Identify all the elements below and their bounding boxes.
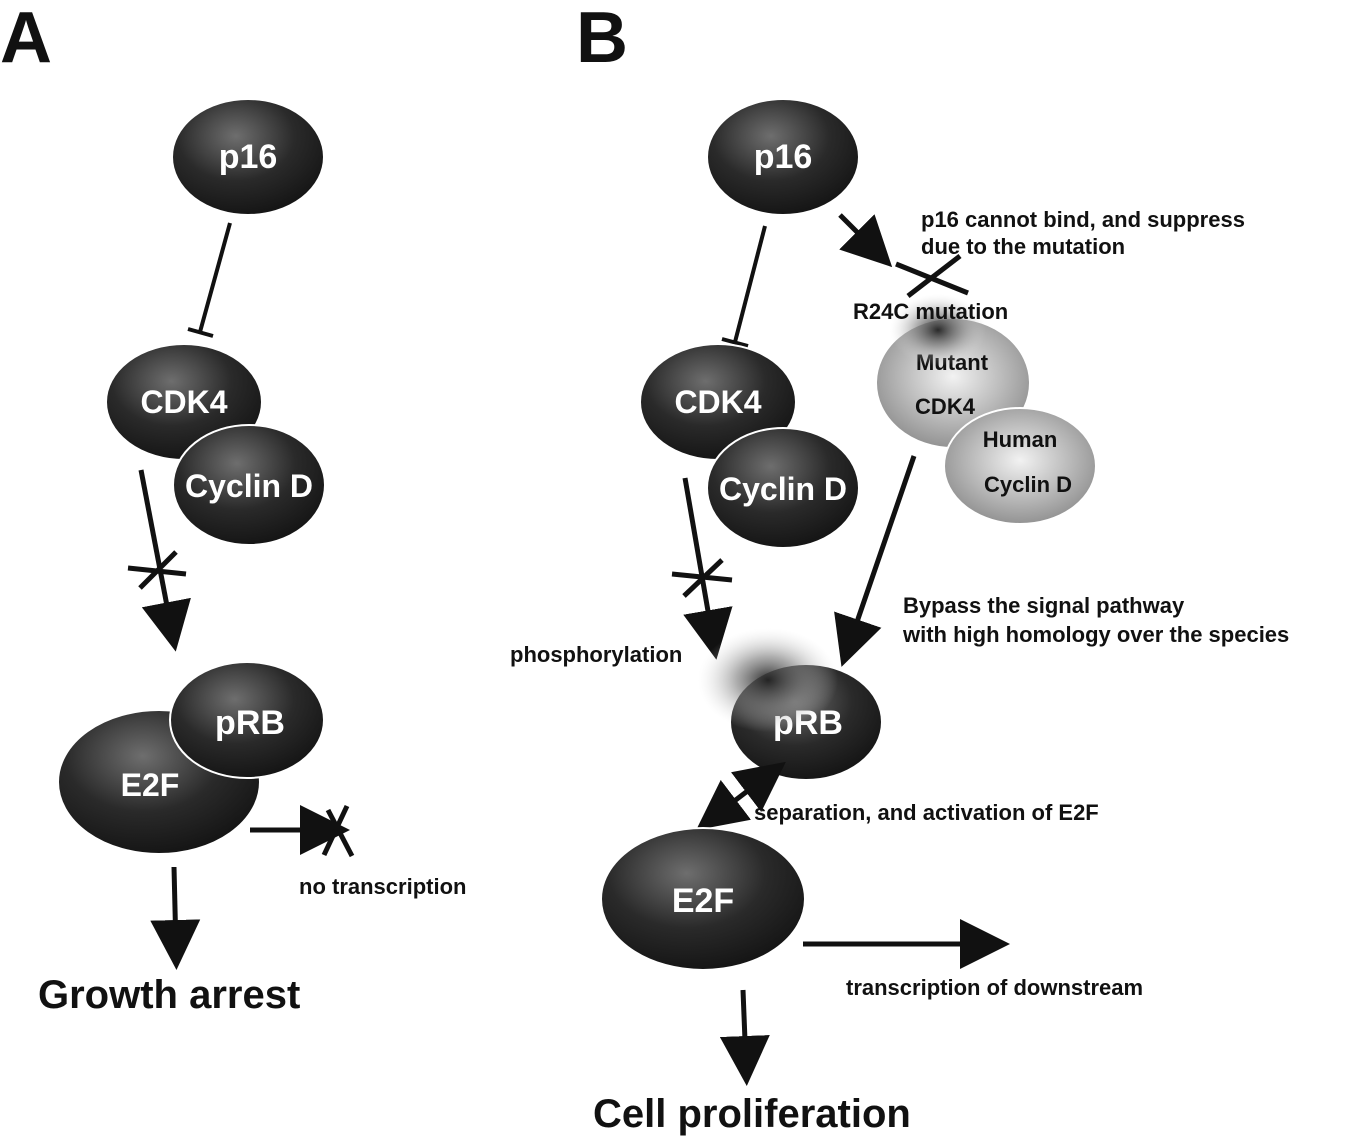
panel-b-r24c-mutation-spot — [890, 294, 986, 366]
panel-a-e2f-label: E2F — [121, 767, 180, 803]
panel-a-outcome-label: Growth arrest — [38, 973, 300, 1017]
panel-a-outcome-arrow — [150, 866, 201, 970]
panel-b-e2f-label: E2F — [672, 882, 734, 920]
panel-b-human-cyclin-d-node: Human Cyclin D — [943, 407, 1097, 525]
panel-b-human-cyclin-d-label-line1: Human — [983, 427, 1058, 452]
panel-b-cyclin-d-node: Cyclin D — [706, 427, 860, 549]
panel-a-blocked-transcription-arrow — [250, 804, 355, 858]
panel-a-p16-node: p16 — [171, 98, 325, 216]
panel-a-cyclin-d-node: Cyclin D — [172, 424, 326, 546]
panel-a-cyclin-d-label: Cyclin D — [185, 468, 313, 504]
panel-b-blocked-phosphorylation-arrow — [671, 477, 733, 660]
panel-b-phosphorylation-spot — [698, 628, 838, 732]
panel-a-prb-node: pRB — [169, 661, 325, 779]
panel-b-bypass-line2: with high homology over the species — [902, 622, 1289, 647]
panel-b-phosphorylation-label: phosphorylation — [510, 642, 682, 667]
panel-b-separation-label: separation, and activation of E2F — [754, 800, 1099, 825]
panel-a-inhibition-edge — [187, 222, 232, 338]
panel-b-cdk4-label: CDK4 — [674, 384, 761, 420]
panel-b-outcome-label: Cell proliferation — [593, 1092, 911, 1136]
panel-b-human-cyclin-d-label-line2: Cyclin D — [984, 472, 1072, 497]
panel-b-p16-cannot-bind-line1: p16 cannot bind, and suppress — [921, 207, 1245, 232]
panel-b-r24c-mutation-label: R24C mutation — [853, 299, 1008, 324]
panel-a-no-transcription-label: no transcription — [299, 874, 466, 899]
panel-a-label: A — [0, 0, 52, 78]
panel-b-blocked-binding-arrow — [838, 213, 969, 298]
panel-a-p16-label: p16 — [219, 138, 278, 176]
panel-a-cdk4-label: CDK4 — [140, 384, 227, 420]
panel-b-separation-arrow — [696, 761, 786, 831]
panel-a-prb-label: pRB — [215, 704, 285, 742]
panel-b-label: B — [576, 0, 628, 78]
panel-b-bypass-arrow — [834, 455, 917, 667]
panel-b-e2f-node: E2F — [600, 827, 806, 971]
panel-b-transcription-label: transcription of downstream — [846, 975, 1143, 1000]
panel-b-p16-node: p16 — [706, 98, 860, 216]
panel-b-p16-cannot-bind-line2: due to the mutation — [921, 234, 1125, 259]
panel-b-cyclin-d-label: Cyclin D — [719, 471, 847, 507]
panel-b-outcome-arrow — [719, 989, 770, 1086]
panel-b-inhibition-edge — [721, 225, 767, 348]
panel-b-mutant-cdk4-label-line2: CDK4 — [915, 394, 976, 419]
panel-b-bypass-line1: Bypass the signal pathway — [903, 593, 1185, 618]
panel-a-blocked-phosphorylation-arrow — [127, 469, 191, 652]
panel-b-p16-label: p16 — [754, 138, 813, 176]
